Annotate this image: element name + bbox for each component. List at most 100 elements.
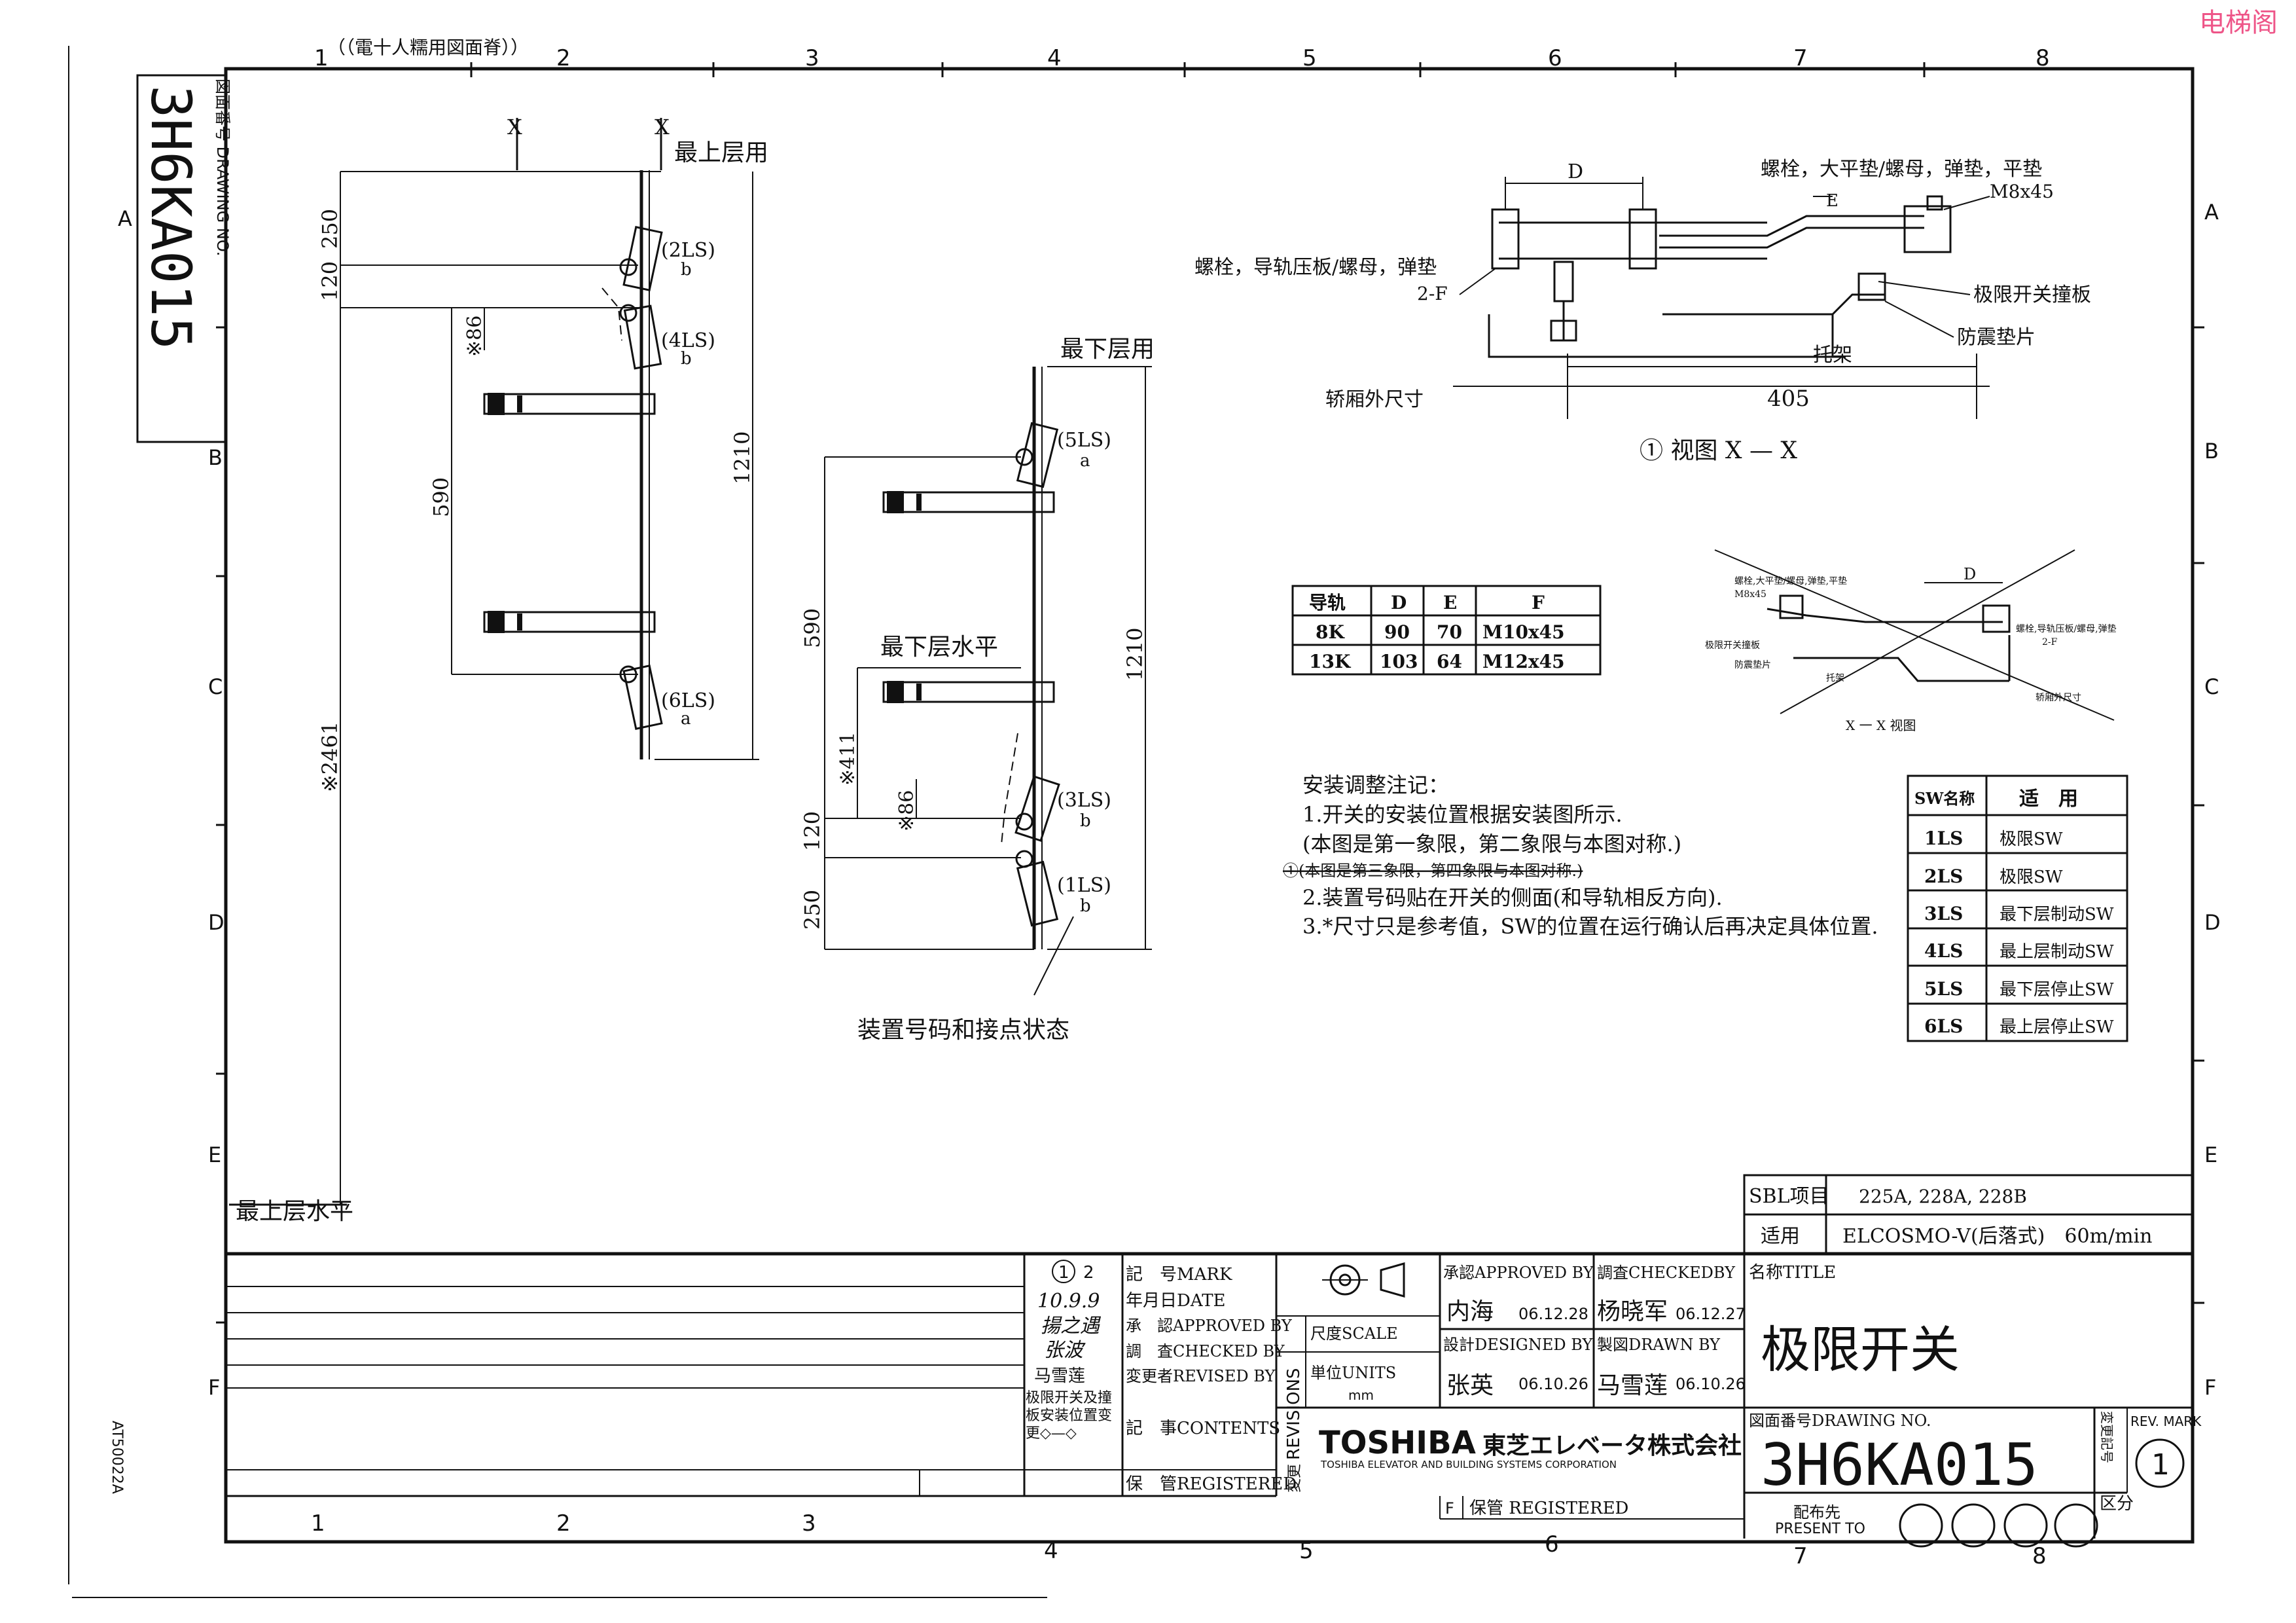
grid-col-label: 3 bbox=[805, 45, 819, 71]
dim-2461: ※2461 bbox=[317, 721, 342, 792]
limit-switch-6ls: (6LS) a bbox=[619, 665, 715, 730]
rev-mark-label: 記 号MARK bbox=[1126, 1265, 1232, 1285]
grid-row-label: C bbox=[208, 674, 223, 699]
grid-row-label: B bbox=[208, 445, 223, 470]
company-jp: 東芝エレベータ株式会社 bbox=[1482, 1432, 1742, 1459]
small-view-title: X 一 X 视图 bbox=[1846, 718, 1916, 733]
grid-row-label: A bbox=[118, 206, 132, 231]
sbl-label: SBL项目 bbox=[1749, 1185, 1829, 1208]
dim-120: 120 bbox=[800, 811, 825, 851]
rev-contents: 极限开关及撞板安装位置变更◇—◇ bbox=[1026, 1390, 1113, 1442]
grid-col-label: 5 bbox=[1302, 45, 1317, 71]
rail-table-cell: 103 bbox=[1380, 651, 1418, 672]
designed-label: 設計DESIGNED BY bbox=[1443, 1336, 1593, 1354]
sbl-value: 225A, 228A, 228B bbox=[1859, 1186, 2027, 1207]
stamp-label: 図面番号 DRAWING NO. bbox=[213, 79, 232, 256]
cam-bracket bbox=[483, 611, 656, 633]
switch-table-cell: 最上层停止SW bbox=[2000, 1017, 2114, 1037]
designed-date: 06.10.26 bbox=[1518, 1375, 1588, 1393]
approved-label: 承認APPROVED BY bbox=[1443, 1264, 1594, 1282]
grid-col-label: 3 bbox=[802, 1510, 816, 1537]
switch-id: 5LS bbox=[1065, 429, 1104, 452]
dim-e: E bbox=[1826, 191, 1839, 211]
scale-label: 尺度SCALE bbox=[1310, 1324, 1398, 1343]
dwg-label: 図面番号DRAWING NO. bbox=[1749, 1412, 1931, 1430]
dim-120: 120 bbox=[317, 261, 342, 301]
rev-date-value: 10.9.9 bbox=[1037, 1290, 1100, 1313]
limit-switch-5ls: (5LS) a bbox=[1015, 422, 1111, 488]
units-value: mm bbox=[1348, 1387, 1374, 1403]
grid-col-label: 2 bbox=[556, 1510, 571, 1537]
installation-notes: 安装调整注记： 1.开关的安装位置根据安装图所示. (本图是第一象限，第二象限与… bbox=[1283, 773, 1878, 939]
grid-col-label: 1 bbox=[314, 45, 329, 71]
grid-col-label: 6 bbox=[1545, 1531, 1559, 1558]
rail-table-cell: 70 bbox=[1437, 621, 1462, 643]
cam-bracket bbox=[882, 681, 1055, 703]
dim-590: 590 bbox=[429, 477, 454, 517]
small-label: 螺栓,大平垫/螺母,弹垫,平垫 bbox=[1734, 576, 1847, 587]
rail-table-header: E bbox=[1443, 592, 1457, 613]
grid-cols-bottom: 1 2 3 4 5 6 7 8 bbox=[311, 1510, 2047, 1569]
view-callout: ① bbox=[1640, 437, 1663, 464]
grid-rows-right: A B C D E F bbox=[2204, 200, 2221, 1400]
kubun-label: 区分 bbox=[2100, 1494, 2134, 1514]
switch-table-cell: 最下层制动SW bbox=[2000, 905, 2114, 924]
grid-row-label: D bbox=[208, 910, 224, 935]
svg-text:(4LS): (4LS) bbox=[661, 329, 715, 352]
rev-date-label: 年月日DATE bbox=[1126, 1291, 1226, 1311]
henko-vertical: 変更 bbox=[1287, 1464, 1303, 1493]
checked-name: 杨晓军 bbox=[1597, 1298, 1668, 1325]
switch-table-cell: 最下层停止SW bbox=[2000, 980, 2114, 1000]
rev-mark-label: REV. MARK bbox=[2130, 1413, 2202, 1429]
side-code: AT50022A bbox=[109, 1421, 125, 1494]
apply-value: ELCOSMO-V(后落式) 60m/min bbox=[1842, 1225, 2152, 1248]
rev-contents-value: 极限开关及撞板安装位置变更◇—◇ bbox=[1026, 1390, 1113, 1442]
rev-checked-label: 調 査CHECKED BY bbox=[1126, 1342, 1285, 1360]
small-label: 极限开关撞板 bbox=[1705, 640, 1760, 651]
switch-table-cell: 2LS bbox=[1924, 866, 1963, 887]
dim-1210: 1210 bbox=[1122, 628, 1147, 681]
small-label: 2-F bbox=[2042, 637, 2058, 647]
grid-row-label: A bbox=[2204, 200, 2219, 225]
label-m8: M8x45 bbox=[1990, 181, 2054, 202]
switch-table-cell: 3LS bbox=[1924, 903, 1963, 924]
label-2f: 2-F bbox=[1417, 283, 1448, 304]
switch-table-cell: 4LS bbox=[1924, 940, 1963, 962]
present-circle bbox=[2003, 1503, 2048, 1548]
rev-mark: 1 bbox=[1058, 1263, 1069, 1283]
small-dim-d: D bbox=[1964, 565, 1976, 583]
limit-switch-2ls: (2LS) b bbox=[619, 226, 715, 291]
left-elevation: X X 最上层用 (2LS) b (4LS) b bbox=[229, 115, 768, 1225]
small-label: M8x45 bbox=[1734, 589, 1767, 600]
registered-prefix: F bbox=[1445, 1499, 1454, 1518]
designed-name: 张英 bbox=[1446, 1372, 1494, 1399]
grid-col-label: 8 bbox=[2032, 1543, 2047, 1569]
grid-row-label: F bbox=[2204, 1375, 2216, 1400]
note-line: 1.开关的安装位置根据安装图所示. bbox=[1302, 802, 1623, 827]
rail-table-cell: 13K bbox=[1309, 651, 1352, 672]
rail-table-cell: 8K bbox=[1316, 621, 1345, 643]
rev-signature: 揚之遇 bbox=[1041, 1315, 1102, 1338]
dim-405: 405 bbox=[1767, 386, 1810, 412]
rev-revised-label: 変更者REVISED BY bbox=[1126, 1367, 1276, 1385]
switch-table-header: SW名称 bbox=[1914, 789, 1975, 808]
svg-text:(2LS): (2LS) bbox=[661, 239, 715, 262]
switch-contact: a bbox=[681, 709, 691, 729]
switch-id: 4LS bbox=[669, 329, 708, 352]
rail-table-cell: M10x45 bbox=[1482, 621, 1565, 643]
switch-contact: a bbox=[1080, 451, 1090, 471]
drawn-name: 马雪莲 bbox=[1597, 1372, 1668, 1399]
view-title: 视图 X — X bbox=[1670, 437, 1797, 464]
rail-table-cell: 90 bbox=[1384, 621, 1410, 643]
grid-col-label: 4 bbox=[1044, 1538, 1058, 1564]
grid-col-label: 4 bbox=[1047, 45, 1062, 71]
switch-table-header: 适 用 bbox=[2019, 788, 2078, 811]
grid-cols-top: 1 2 3 4 5 6 7 8 bbox=[314, 45, 2050, 71]
checked-label: 調査CHECKEDBY bbox=[1597, 1264, 1736, 1282]
switch-table-cell: 最上层制动SW bbox=[2000, 942, 2114, 962]
limit-switch-4ls: (4LS) b bbox=[601, 287, 715, 370]
note-line: 3.*尺寸只是参考值，SW的位置在运行确认后再决定具体位置. bbox=[1302, 914, 1878, 939]
company-en: TOSHIBA ELEVATOR AND BUILDING SYSTEMS CO… bbox=[1320, 1459, 1617, 1470]
notes-title: 安装调整注记： bbox=[1302, 773, 1449, 797]
